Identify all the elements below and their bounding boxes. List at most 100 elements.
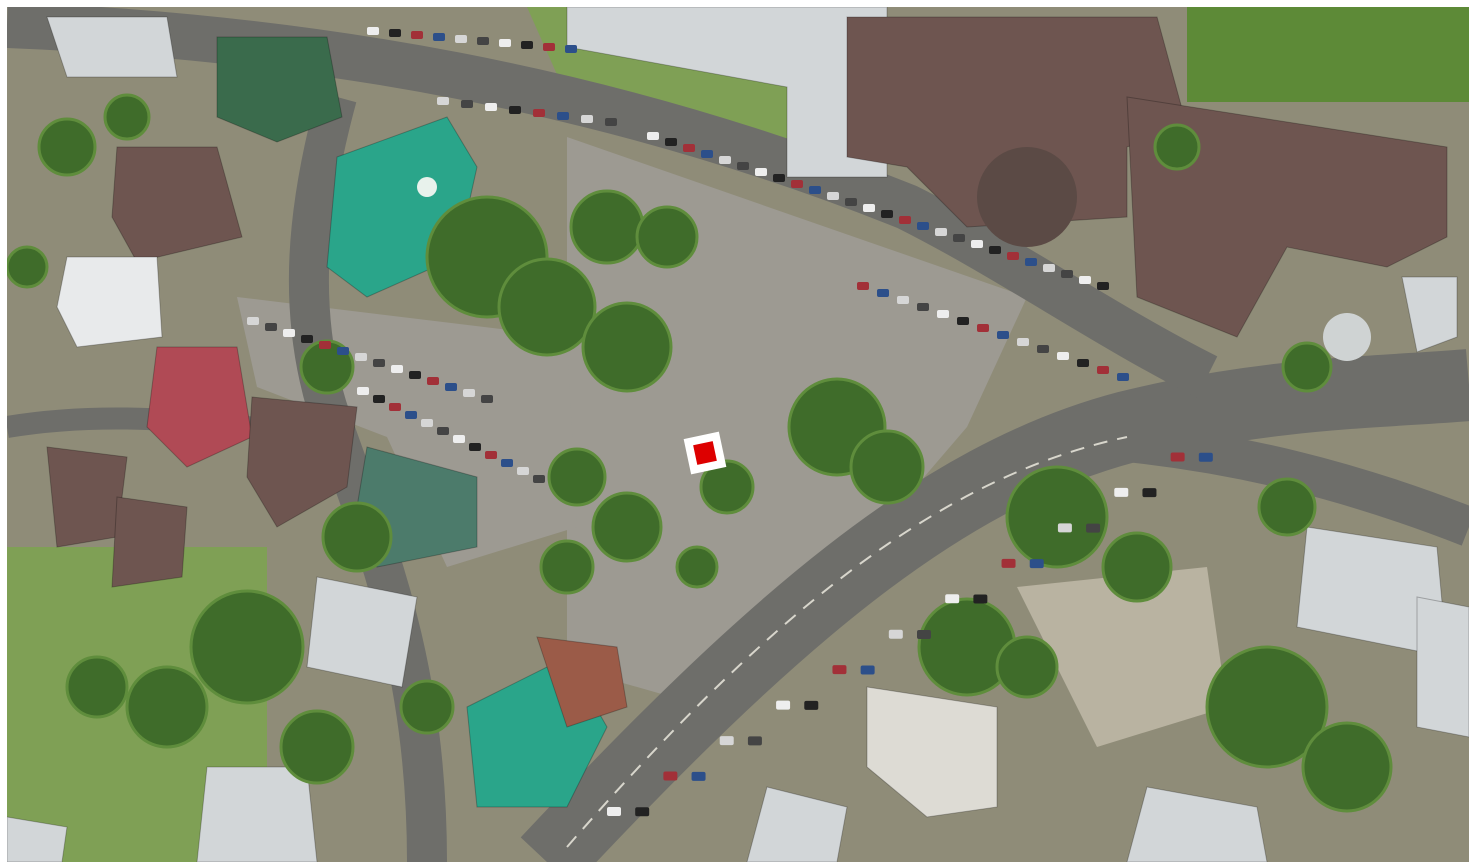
parked-car (773, 174, 785, 182)
parked-car (485, 451, 497, 459)
moving-car (888, 629, 903, 639)
brown-roof-building (1126, 96, 1448, 338)
white-roof-building (56, 256, 163, 348)
tree-canopy (399, 679, 455, 735)
grey-roof-building (46, 16, 178, 78)
tree-canopy (189, 589, 305, 705)
parked-car (857, 282, 869, 290)
parked-car (809, 186, 821, 194)
white-roof-building (866, 686, 998, 818)
moving-car (1142, 488, 1157, 498)
parked-car (647, 132, 659, 140)
tree-canopy (699, 459, 755, 515)
parked-car (501, 459, 513, 467)
brown-roof-building (111, 146, 243, 263)
parked-car (1043, 264, 1055, 272)
parked-car (301, 335, 313, 343)
tree-canopy (539, 539, 595, 595)
parked-car (427, 377, 439, 385)
location-marker[interactable] (683, 431, 727, 475)
brown-roof-building (111, 496, 188, 588)
grey-roof-building (746, 786, 848, 862)
moving-car (663, 771, 678, 781)
parked-car (605, 118, 617, 126)
parked-car (521, 41, 533, 49)
brown-roof-building (846, 16, 1188, 228)
parked-car (421, 419, 433, 427)
parked-car (971, 240, 983, 248)
parked-car (877, 289, 889, 297)
green-roof-building (216, 36, 343, 143)
parked-car (937, 310, 949, 318)
parked-car (509, 106, 521, 114)
parked-car (881, 210, 893, 218)
parked-car (863, 204, 875, 212)
tree-canopy (103, 93, 151, 141)
moving-car (917, 630, 931, 639)
map-canvas[interactable] (7, 7, 1469, 862)
tree-canopy (635, 205, 699, 269)
tree-canopy (1281, 341, 1333, 393)
grey-roof-building (1126, 786, 1268, 862)
parked-car (533, 109, 545, 117)
parked-car (445, 383, 457, 391)
tree-canopy (849, 429, 925, 505)
tree-canopy (1005, 465, 1109, 569)
parked-car (463, 389, 475, 397)
moving-car (1057, 523, 1072, 533)
parked-car (481, 395, 493, 403)
moving-car (607, 807, 621, 816)
grey-roof-building (7, 816, 68, 862)
tree-canopy (1301, 721, 1393, 813)
moving-car (635, 807, 650, 817)
tree-canopy (7, 245, 49, 289)
tree-canopy (547, 447, 607, 507)
parked-car (1077, 359, 1089, 367)
parked-car (737, 162, 749, 170)
parked-car (355, 353, 367, 361)
parked-car (405, 411, 417, 419)
tree-canopy (1153, 123, 1201, 171)
red-square-marker-icon[interactable] (693, 441, 717, 465)
moving-car (973, 594, 988, 604)
parked-car (265, 323, 277, 331)
parked-car (827, 192, 839, 200)
parked-car (247, 317, 259, 325)
parked-car (455, 35, 467, 43)
moving-car (1029, 559, 1044, 569)
parked-car (1097, 366, 1109, 374)
round-dome (1323, 313, 1371, 361)
parked-car (1057, 352, 1069, 360)
round-dome (417, 177, 437, 197)
trees-layer (7, 93, 1393, 813)
parked-car (411, 31, 423, 39)
parked-car (997, 331, 1009, 339)
satellite-map[interactable] (7, 7, 1469, 862)
buildings-layer (7, 7, 1469, 862)
parked-cars-layer (247, 27, 1213, 817)
parked-car (565, 45, 577, 53)
parked-car (719, 156, 731, 164)
parked-car (791, 180, 803, 188)
parked-car (409, 371, 421, 379)
brown-roof-chapel (536, 636, 628, 728)
parked-car (533, 475, 545, 483)
moving-car (832, 665, 847, 675)
parked-car (935, 228, 947, 236)
tree-canopy (569, 189, 645, 265)
parked-car (845, 198, 857, 206)
parked-car (557, 112, 569, 120)
parked-car (683, 144, 695, 152)
moving-car (691, 771, 706, 781)
moving-car (1086, 523, 1101, 533)
tree-canopy (1205, 645, 1329, 769)
parked-car (897, 296, 909, 304)
moving-car (1198, 452, 1213, 462)
parked-car (517, 467, 529, 475)
red-roof-building (146, 346, 253, 468)
parked-car (367, 27, 379, 35)
parked-car (499, 39, 511, 47)
tree-canopy (65, 655, 129, 719)
parked-car (461, 100, 473, 108)
moving-car (860, 665, 875, 675)
